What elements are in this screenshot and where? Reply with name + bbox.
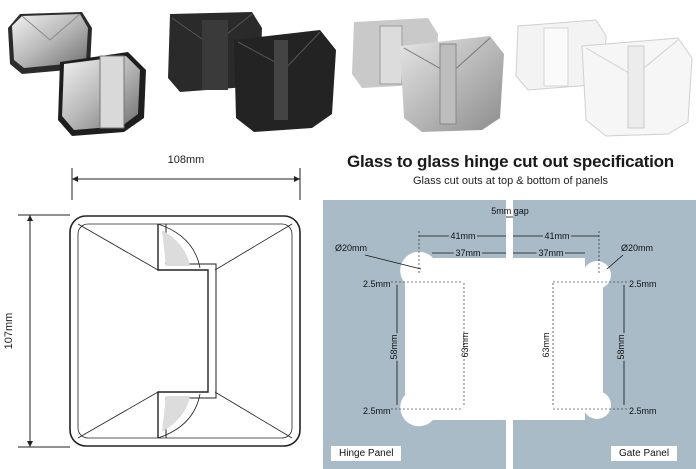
hinge-photo-white [515, 19, 693, 137]
hinge-photo-satin [352, 18, 504, 132]
hinge-knuckle [157, 224, 209, 438]
svg-text:41mm: 41mm [450, 231, 475, 241]
spec-title: Glass to glass hinge cut out specificati… [347, 152, 674, 171]
svg-text:37mm: 37mm [538, 248, 563, 258]
hinge-outer-dim: 41mm [418, 229, 506, 275]
hinge-photo-black [168, 12, 336, 132]
gate-cutout-height: 63mm [541, 332, 551, 357]
hinge-top-offset: 2.5mm [363, 279, 391, 289]
hinge-inner-dim: 37mm [432, 246, 506, 260]
gate-outer-dim: 41mm [513, 229, 600, 275]
height-dim-label: 107mm [3, 313, 15, 350]
gate-inner-dim: 37mm [513, 246, 585, 260]
width-dim-label: 108mm [168, 154, 205, 166]
spec-subtitle: Glass cut outs at top & bottom of panels [412, 175, 609, 187]
cutout-spec-diagram: 5mm gap 41mm 37mm Ø20mm 2.5mm 2.5mm 58mm… [323, 200, 696, 469]
hinge-outline [69, 215, 301, 447]
svg-text:37mm: 37mm [455, 248, 480, 258]
hinge-bottom-offset: 2.5mm [363, 406, 391, 416]
gate-diameter-label: Ø20mm [621, 243, 653, 253]
gate-top-offset: 2.5mm [629, 279, 657, 289]
hinge-line-drawing: 108mm 107mm [3, 154, 301, 448]
gate-bottom-offset: 2.5mm [629, 406, 657, 416]
hinge-diameter-label: Ø20mm [335, 243, 367, 253]
hinge-cutout-height: 63mm [460, 332, 470, 357]
hinge-span-dim: 58mm [389, 334, 399, 359]
hinge-panel-label: Hinge Panel [331, 446, 402, 461]
gate-panel-label: Gate Panel [611, 446, 678, 461]
gap-label: 5mm gap [491, 206, 529, 216]
hinge-photo-chrome [8, 12, 146, 136]
gate-span-dim: 58mm [616, 334, 626, 359]
svg-text:41mm: 41mm [544, 231, 569, 241]
